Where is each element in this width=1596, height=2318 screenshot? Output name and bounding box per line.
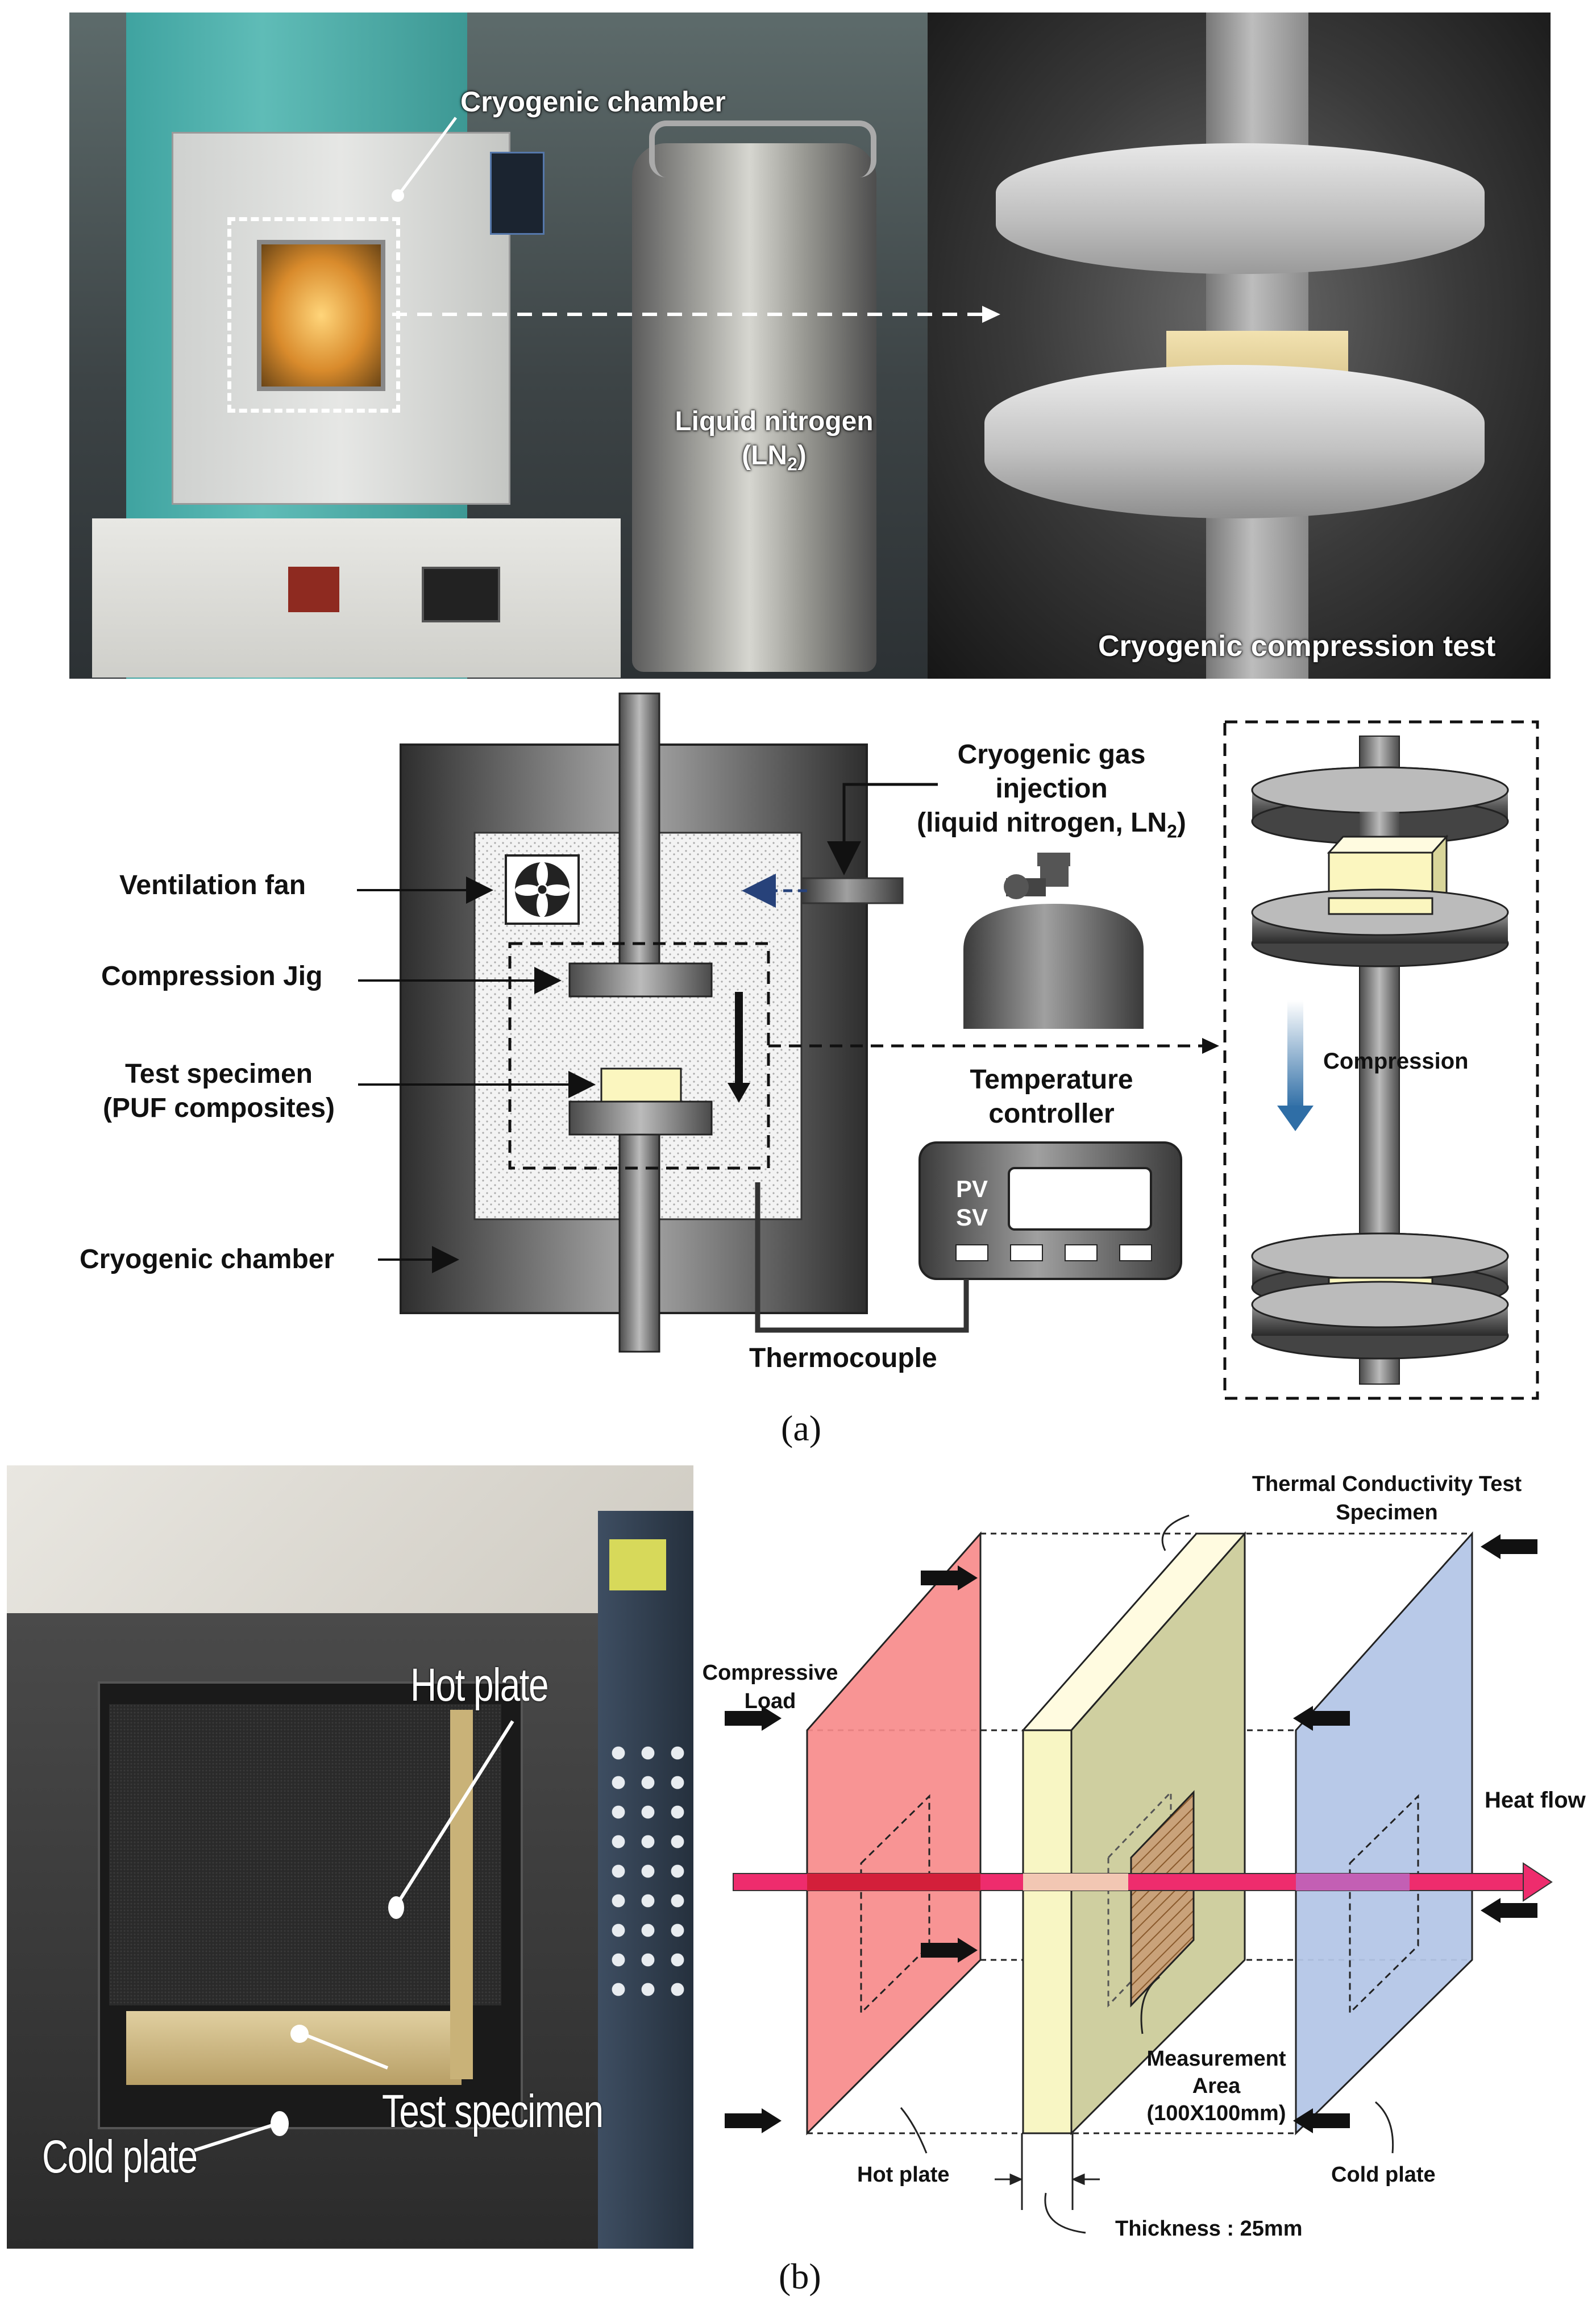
cryo-schematic — [357, 692, 1539, 1400]
load-arrow-left-top — [921, 1571, 958, 1585]
thermal-conductivity-diagram — [725, 1514, 1553, 2234]
temperature-controller-label: Temperature controller — [921, 1063, 1182, 1131]
cryogenic-chamber-label: Cryogenic chamber — [80, 1244, 335, 1274]
liquid-nitrogen-label: Liquid nitrogen (LN2) — [655, 405, 893, 481]
specimen-callout-line2: Specimen — [1336, 1501, 1438, 1524]
load-arrow-left-bottom — [725, 2113, 762, 2128]
pv-label: PV — [956, 1175, 988, 1202]
cold-plate-photo-label: Cold plate — [42, 2131, 198, 2183]
test-specimen-label: Test specimen (PUF composites) — [91, 1057, 347, 1125]
gas-injection-pipe — [800, 877, 904, 904]
jig-region — [508, 942, 770, 1170]
measurement-area-line1: Measurement — [1146, 2047, 1286, 2071]
test-specimen-photo-label: Test specimen — [382, 2086, 604, 2137]
load-arrow-left-mid — [921, 1943, 958, 1958]
lower-rod — [618, 1100, 660, 1353]
hot-plate-diagram-label: Hot plate — [857, 2163, 950, 2187]
temperature-controller-line1: Temperature — [970, 1065, 1133, 1095]
gas-injection-label: Cryogenic gas injection (liquid nitrogen… — [887, 738, 1216, 849]
cryogenic-chamber-photo-label: Cryogenic chamber — [460, 86, 726, 118]
gas-injection-close: ) — [1177, 808, 1186, 838]
gas-injection-subscript: 2 — [1167, 821, 1177, 842]
measurement-area-label: Measurement Area (100X100mm) — [1125, 2045, 1307, 2127]
compression-label: Compression — [1323, 1049, 1469, 1074]
hfm-photo: Hot plate Test specimen Cold plate — [7, 1465, 693, 2249]
measurement-area — [1130, 1790, 1195, 2008]
ln2-label-line2: (LN2) — [655, 439, 893, 481]
gas-injection-text: (liquid nitrogen, LN — [917, 808, 1167, 838]
ln2-label-line1: Liquid nitrogen — [675, 406, 874, 437]
compression-detail-box — [1223, 720, 1539, 1400]
cold-plate-diagram-label: Cold plate — [1331, 2163, 1436, 2187]
test-specimen-label-line1: Test specimen — [125, 1059, 313, 1089]
thermocouple-wire — [755, 1182, 969, 1333]
hot-plate-photo-label: Hot plate — [410, 1659, 549, 1711]
load-arrow-right-mid-top — [1313, 1711, 1350, 1726]
ln2-dewar — [632, 143, 876, 672]
specimen-callout-line1: Thermal Conductivity Test — [1252, 1472, 1522, 1496]
gas-injection-line1: Cryogenic gas — [957, 740, 1146, 770]
cryogenic-compression-test-label: Cryogenic compression test — [1098, 630, 1496, 663]
measurement-area-line3: (100X100mm) — [1146, 2101, 1286, 2125]
temperature-controller-line2: controller — [988, 1099, 1115, 1129]
compressive-load-label: Compressive Load — [696, 1659, 844, 1715]
hfm-photo-callouts — [194, 1720, 514, 2152]
thickness-label: Thickness : 25mm — [1115, 2217, 1303, 2241]
thermocouple-label: Thermocouple — [749, 1343, 937, 1373]
upper-jig — [568, 962, 713, 998]
sv-label: SV — [956, 1204, 988, 1231]
measurement-area-line2: Area — [1192, 2074, 1241, 2098]
load-arrow-right-mid — [1501, 1903, 1537, 1918]
ventilation-fan-label: Ventilation fan — [119, 870, 306, 900]
cold-plate-panel — [1295, 1531, 1473, 2136]
hot-plate-panel — [806, 1531, 982, 2136]
chamber-photo: Cryogenic chamber Liquid nitrogen (LN2) — [69, 13, 928, 679]
ln2-paren-close: ) — [797, 441, 807, 471]
compression-test-photo: Cryogenic compression test — [928, 13, 1551, 679]
compressive-load-line1: Compressive — [702, 1661, 838, 1685]
load-arrow-right-top — [1501, 1539, 1537, 1554]
upper-rod — [618, 692, 660, 993]
compression-jig-label: Compression Jig — [101, 961, 323, 991]
heat-flow-label: Heat flow — [1485, 1788, 1586, 1813]
caption-b: (b) — [779, 2256, 821, 2296]
test-specimen-label-line2: (PUF composites) — [102, 1093, 335, 1123]
ln2-paren: (LN — [742, 441, 788, 471]
lower-jig — [568, 1100, 713, 1136]
load-arrow-right-bottom — [1313, 2113, 1350, 2128]
load-arrow-left-mid-top — [725, 1711, 762, 1726]
ln2-subscript: 2 — [787, 454, 797, 475]
specimen-callout-label: Thermal Conductivity Test Specimen — [1228, 1470, 1546, 1527]
schematic-specimen — [600, 1067, 682, 1103]
ln2-cylinder-icon — [963, 853, 1144, 1029]
specimen-front — [1022, 1729, 1073, 2134]
gas-injection-line2: injection — [995, 774, 1108, 804]
gas-injection-line3: (liquid nitrogen, LN2) — [887, 806, 1216, 849]
compression-arrow — [1287, 1000, 1303, 1108]
photo-link-arrow — [392, 306, 1000, 323]
caption-a: (a) — [781, 1408, 822, 1448]
chamber-callout-line — [392, 117, 458, 202]
compressive-load-line2: Load — [744, 1689, 796, 1713]
